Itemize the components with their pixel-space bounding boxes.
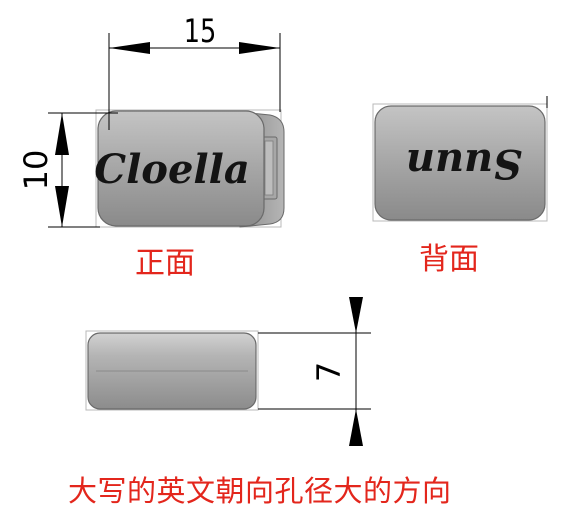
depth-dimension [258, 297, 371, 446]
arrow-left-icon [109, 42, 150, 54]
arrow-up-icon [349, 409, 363, 446]
width-dimension [108, 33, 281, 130]
side-view [85, 330, 259, 411]
back-view-frame [372, 103, 548, 222]
front-view-label: 正面 [135, 246, 195, 281]
front-bead-face [97, 110, 265, 227]
arrow-right-icon [239, 42, 280, 54]
front-engraving: Cloella [94, 146, 249, 193]
side-view-frame [85, 330, 259, 411]
arrow-down-icon [349, 297, 363, 333]
front-view: Cloella [94, 109, 285, 228]
back-bead-face [374, 105, 546, 221]
arrow-down-icon [55, 186, 69, 227]
back-view-label: 背面 [419, 242, 479, 277]
height-value: 10 [17, 150, 55, 191]
height-dimension [48, 112, 118, 228]
width-value: 15 [184, 12, 217, 50]
arrow-up-icon [55, 113, 69, 155]
orientation-caption: 大写的英文朝向孔径大的方向 [68, 474, 452, 508]
depth-value: 7 [310, 362, 348, 382]
back-engraving: Suun [406, 140, 522, 187]
back-view: Suun [372, 96, 548, 222]
